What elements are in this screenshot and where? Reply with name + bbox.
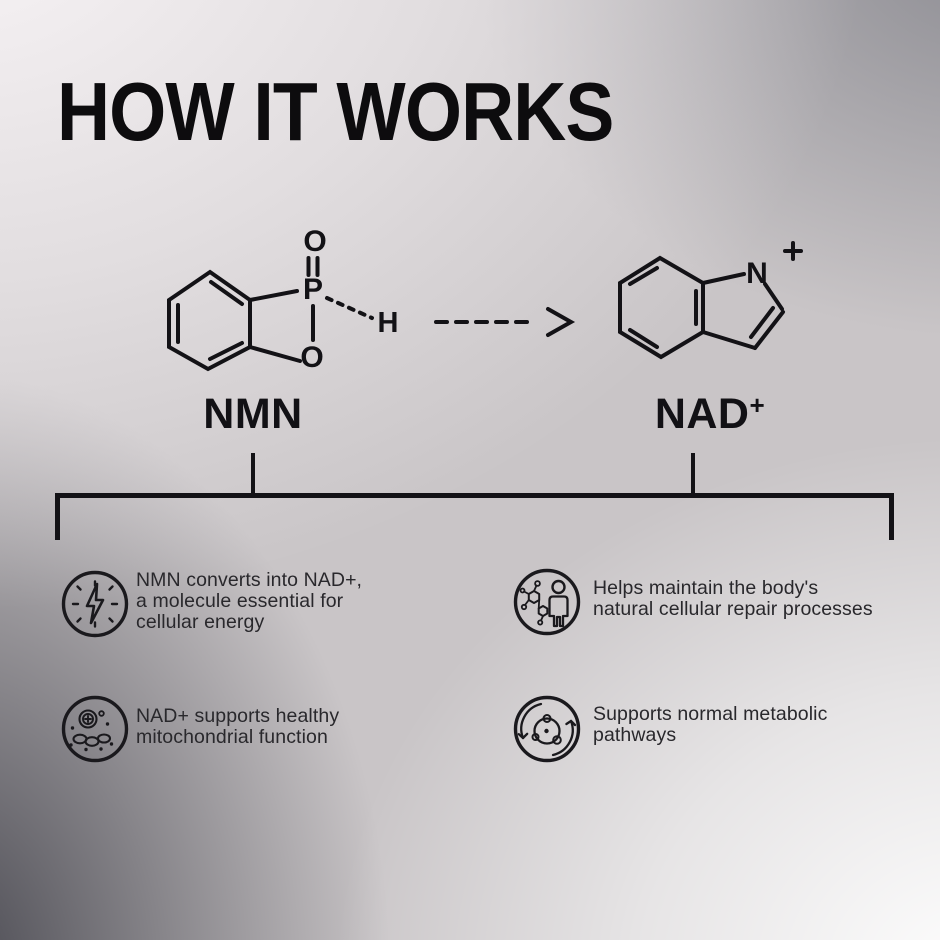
- benefit-line: Helps maintain the body's: [593, 577, 819, 599]
- benefit-item-energy: NMN converts into NAD+, a molecule essen…: [136, 570, 362, 633]
- nad-charge: +: [749, 390, 766, 420]
- atom-p: P: [303, 273, 323, 306]
- benefit-item-mitochondria: NAD+ supports healthy mitochondrial func…: [136, 706, 339, 748]
- nmn-label: NMN: [203, 390, 303, 438]
- benefit-line: mitochondrial function: [136, 726, 328, 748]
- nad-label: NAD+: [654, 390, 766, 438]
- benefit-line: Supports normal metabolic: [593, 703, 828, 725]
- benzene-ring: [167, 269, 252, 372]
- atom-o-bottom: O: [300, 341, 323, 374]
- energy-spark-icon: [61, 570, 129, 638]
- connector-drop-nmn: [251, 453, 255, 496]
- benefit-line: NMN converts into NAD+,: [136, 569, 363, 591]
- benefit-line: pathways: [593, 724, 677, 746]
- benefit-line: a molecule essential for: [136, 590, 344, 612]
- benefit-item-repair: Helps maintain the body's natural cellul…: [593, 578, 873, 620]
- connector-right-tick: [889, 493, 894, 540]
- nmn-structure-diagram: O P O H: [167, 225, 399, 374]
- atom-n: N: [746, 257, 768, 290]
- benefit-line: NAD+ supports healthy: [136, 705, 340, 727]
- benzene-ring: [618, 255, 705, 360]
- nad-structure-diagram: N: [618, 241, 803, 360]
- connector-drop-nad: [691, 453, 695, 496]
- mitochondria-icon: [61, 695, 129, 763]
- cellular-repair-person-icon: [513, 568, 581, 636]
- page-title: HOW IT WORKS: [57, 65, 614, 158]
- atom-h: H: [378, 307, 399, 339]
- atom-o-top: O: [303, 225, 326, 258]
- dashed-right-arrow-icon: [434, 307, 576, 337]
- benefit-line: natural cellular repair processes: [593, 598, 873, 620]
- benefit-line: cellular energy: [136, 611, 265, 633]
- metabolic-cycle-icon: [513, 695, 581, 763]
- benefit-item-metabolic: Supports normal metabolic pathways: [593, 704, 827, 746]
- connector-horizontal-bar: [55, 493, 894, 498]
- connector-left-tick: [55, 493, 60, 540]
